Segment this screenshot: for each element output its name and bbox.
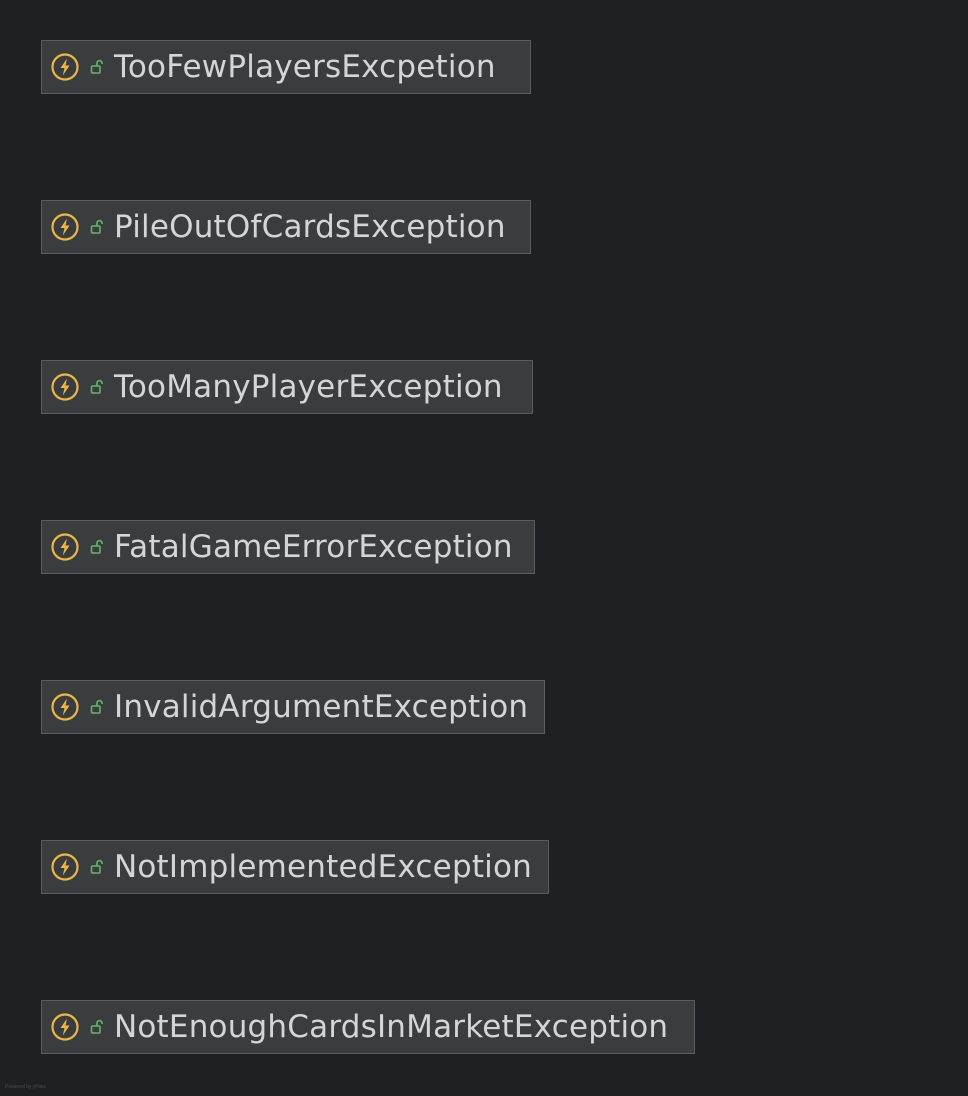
class-node-not-implemented-exception[interactable]: NotImplementedException <box>41 840 549 894</box>
footer-credit: Powered by yFiles <box>5 1084 46 1090</box>
exception-icon <box>50 52 80 82</box>
public-lock-icon <box>88 218 106 236</box>
class-name-label: TooFewPlayersExcpetion <box>114 49 496 85</box>
exception-icon <box>50 1012 80 1042</box>
exception-icon <box>50 852 80 882</box>
exception-icon <box>50 692 80 722</box>
public-lock-icon <box>88 58 106 76</box>
class-name-label: InvalidArgumentException <box>114 689 529 725</box>
class-name-label: NotImplementedException <box>114 849 532 885</box>
exception-icon <box>50 212 80 242</box>
public-lock-icon <box>88 1018 106 1036</box>
class-node-invalid-argument-exception[interactable]: InvalidArgumentException <box>41 680 545 734</box>
public-lock-icon <box>88 698 106 716</box>
class-node-not-enough-cards-in-market-exception[interactable]: NotEnoughCardsInMarketException <box>41 1000 695 1054</box>
exception-icon <box>50 372 80 402</box>
class-name-label: TooManyPlayerException <box>114 369 503 405</box>
class-node-pile-out-of-cards-exception[interactable]: PileOutOfCardsException <box>41 200 531 254</box>
class-name-label: NotEnoughCardsInMarketException <box>114 1009 669 1045</box>
class-node-too-many-player-exception[interactable]: TooManyPlayerException <box>41 360 533 414</box>
public-lock-icon <box>88 858 106 876</box>
class-node-too-few-players-excpetion[interactable]: TooFewPlayersExcpetion <box>41 40 531 94</box>
class-name-label: FatalGameErrorException <box>114 529 513 565</box>
exception-icon <box>50 532 80 562</box>
class-name-label: PileOutOfCardsException <box>114 209 506 245</box>
class-node-fatal-game-error-exception[interactable]: FatalGameErrorException <box>41 520 535 574</box>
public-lock-icon <box>88 538 106 556</box>
public-lock-icon <box>88 378 106 396</box>
